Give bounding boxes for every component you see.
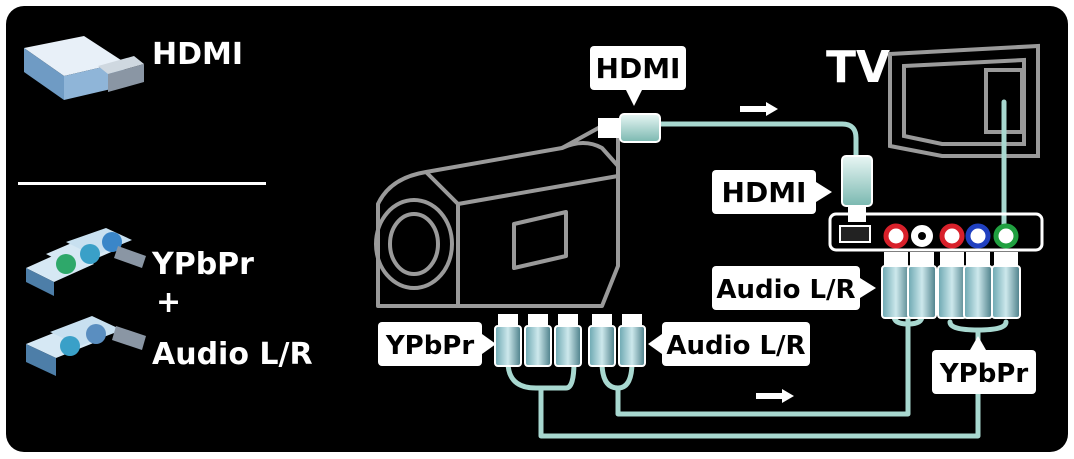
ypbpr-tv-callout: YPbPr bbox=[932, 336, 1036, 394]
legend-ypbpr-label: YPbPr bbox=[151, 247, 254, 282]
hdmi-connector-icon bbox=[24, 36, 144, 100]
hdmi-tv-callout: HDMI bbox=[712, 170, 832, 214]
tv-icon bbox=[888, 43, 1040, 158]
ypbpr-cam-label: YPbPr bbox=[385, 331, 475, 361]
camera-rca-plugs bbox=[494, 314, 646, 367]
legend-hdmi-label: HDMI bbox=[152, 37, 243, 72]
tv-rca-plugs bbox=[881, 252, 1021, 319]
legend-plus-label: + bbox=[156, 285, 181, 320]
arrow-right-icon bbox=[756, 389, 794, 403]
connection-diagram: HDMI YPbPr + Audio L/R TV bbox=[18, 36, 1044, 439]
pb-port-icon bbox=[965, 223, 991, 249]
ypbpr-cam-callout: YPbPr bbox=[378, 322, 496, 366]
hdmi-tv-label: HDMI bbox=[722, 176, 807, 209]
ypbpr-tv-label: YPbPr bbox=[939, 359, 1029, 389]
diagram-panel: HDMI YPbPr + Audio L/R TV bbox=[6, 6, 1068, 452]
y-port-icon bbox=[993, 223, 1019, 249]
arrow-right-icon bbox=[740, 102, 778, 116]
tv-connector-panel bbox=[828, 212, 1044, 252]
audio-tv-callout: Audio L/R bbox=[712, 266, 876, 310]
pr-port-icon bbox=[939, 223, 965, 249]
hdmi-plug-tv bbox=[841, 155, 873, 222]
hdmi-plug-camera bbox=[598, 113, 661, 143]
rca-cable-icon bbox=[26, 228, 146, 296]
legend-divider bbox=[18, 182, 266, 185]
audio-cable-icon bbox=[26, 316, 146, 376]
tv-label: TV bbox=[826, 42, 890, 93]
audio-cam-callout: Audio L/R bbox=[648, 322, 810, 366]
audio-cam-label: Audio L/R bbox=[666, 331, 805, 361]
audio-r-port-icon bbox=[883, 223, 909, 249]
legend-audio-label: Audio L/R bbox=[152, 337, 313, 372]
hdmi-top-callout: HDMI bbox=[590, 46, 686, 106]
audio-tv-label: Audio L/R bbox=[716, 275, 855, 305]
camcorder-icon bbox=[374, 124, 620, 308]
hdmi-top-label: HDMI bbox=[596, 52, 681, 85]
